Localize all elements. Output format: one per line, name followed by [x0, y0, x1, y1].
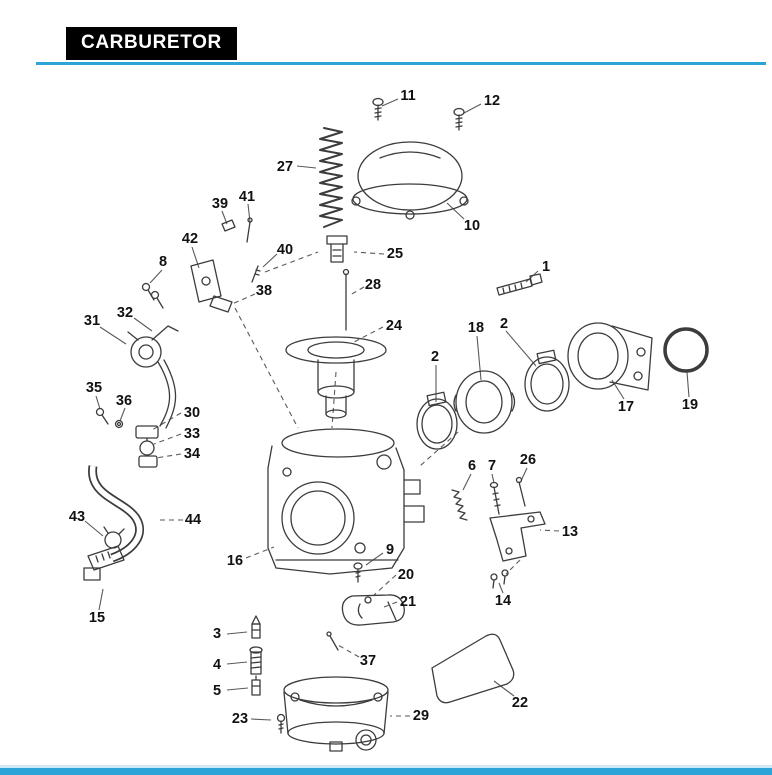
callout-9: 9 — [385, 542, 395, 558]
pin-41-art — [246, 217, 253, 243]
callout-25: 25 — [386, 246, 404, 262]
callout-4: 4 — [212, 657, 222, 673]
footer-bar — [0, 765, 772, 775]
float-pin-art — [326, 631, 339, 651]
diaphragm-slide-art — [285, 336, 387, 419]
intake-boot-art — [453, 370, 516, 434]
callout-40: 40 — [276, 242, 294, 258]
o-ring-art — [663, 327, 709, 373]
callout-8: 8 — [158, 254, 168, 270]
callout-38: 38 — [255, 283, 273, 299]
bowl-gasket-art — [431, 633, 515, 704]
carburetor-body-art — [267, 428, 425, 575]
callout-27: 27 — [276, 159, 294, 175]
callout-10: 10 — [463, 218, 481, 234]
callout-30: 30 — [183, 405, 201, 421]
callout-7: 7 — [487, 458, 497, 474]
callout-33: 33 — [183, 426, 201, 442]
callout-42: 42 — [181, 231, 199, 247]
screw-23-art — [276, 713, 286, 734]
callout-21: 21 — [399, 594, 417, 610]
callout-18: 18 — [467, 320, 485, 336]
callout-14: 14 — [494, 593, 512, 609]
header-rule — [36, 62, 766, 65]
float-bowl-art — [283, 676, 389, 752]
callout-26: 26 — [519, 452, 537, 468]
clip-art — [221, 219, 236, 232]
screws-14-art — [490, 569, 509, 589]
fuel-hose-art — [88, 465, 145, 563]
callout-2: 2 — [499, 316, 509, 332]
idle-screw-art — [489, 481, 501, 515]
callout-39: 39 — [211, 196, 229, 212]
bracket-plate-art — [190, 259, 222, 303]
callout-6: 6 — [467, 458, 477, 474]
pin-40-art — [251, 265, 261, 283]
callout-32: 32 — [116, 305, 134, 321]
callout-16: 16 — [226, 553, 244, 569]
pilot-jet-art — [251, 675, 261, 696]
callout-37: 37 — [359, 653, 377, 669]
callout-19: 19 — [681, 397, 699, 413]
callout-24: 24 — [385, 318, 403, 334]
callout-17: 17 — [617, 399, 635, 415]
screw-12-art — [453, 107, 465, 131]
jet-needle-art — [342, 268, 350, 331]
callout-31: 31 — [83, 313, 101, 329]
callout-43: 43 — [68, 509, 86, 525]
callout-20: 20 — [397, 567, 415, 583]
pin-26-art — [515, 476, 526, 507]
idle-spring-art — [451, 489, 468, 521]
vacuum-piston-art — [326, 235, 348, 263]
coil-spring-art — [319, 127, 343, 228]
float-art — [341, 594, 405, 626]
bracket-art — [489, 511, 546, 562]
leader-lines — [84, 98, 690, 721]
callout-11: 11 — [400, 88, 416, 104]
main-jet-art — [249, 646, 263, 675]
callout-22: 22 — [511, 695, 529, 711]
callout-28: 28 — [364, 277, 382, 293]
callout-34: 34 — [183, 446, 201, 462]
mounting-bolt-art — [496, 273, 543, 296]
callout-35: 35 — [85, 380, 103, 396]
intake-flange-art — [567, 322, 653, 391]
washer-36-art — [114, 419, 124, 429]
screw-9-art — [353, 562, 363, 583]
top-cover-art — [351, 141, 469, 220]
fuel-fitting-art — [83, 545, 125, 581]
callout-41: 41 — [238, 189, 256, 205]
needle-valve-art — [251, 615, 261, 639]
screws-8-art — [141, 282, 164, 309]
enrichener-assembly-art — [127, 295, 233, 429]
callout-5: 5 — [212, 683, 222, 699]
callout-13: 13 — [561, 524, 579, 540]
callout-15: 15 — [88, 610, 106, 626]
screw-11-art — [372, 97, 384, 121]
hose-clamp-right-art — [524, 349, 570, 412]
callout-3: 3 — [212, 626, 222, 642]
callout-2: 2 — [430, 349, 440, 365]
callout-44: 44 — [184, 512, 202, 528]
screw-35-art — [95, 407, 109, 425]
callout-12: 12 — [483, 93, 501, 109]
callout-29: 29 — [412, 708, 430, 724]
cable-end-art — [135, 425, 159, 468]
callout-23: 23 — [231, 711, 249, 727]
page-title: CARBURETOR — [66, 27, 237, 60]
callout-36: 36 — [115, 393, 133, 409]
callout-1: 1 — [541, 259, 551, 275]
hose-clamp-left-art — [416, 391, 458, 450]
hose-clamp-small-art — [103, 526, 125, 549]
